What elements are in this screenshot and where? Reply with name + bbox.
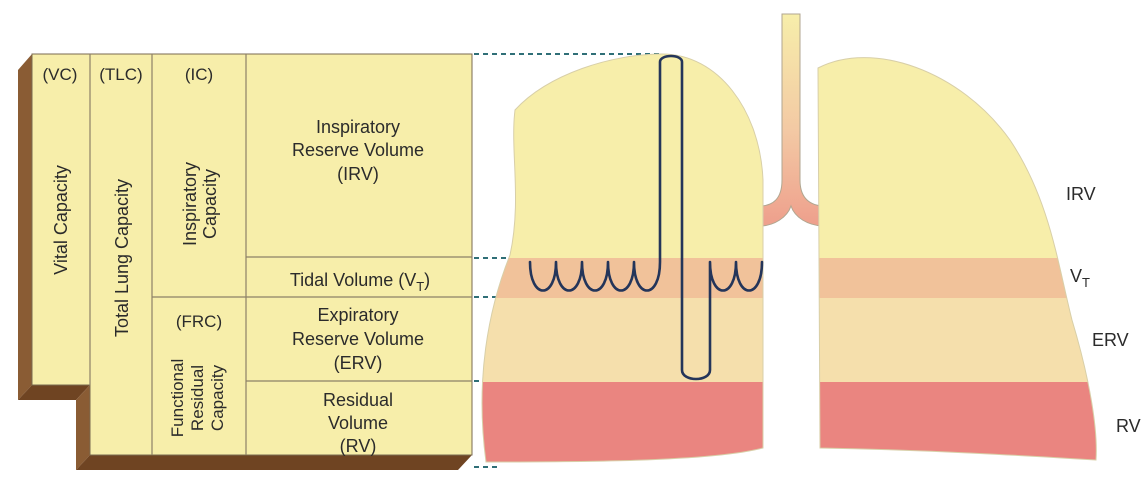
- vital-capacity-label: Vital Capacity: [51, 165, 71, 275]
- vc-abbr: (VC): [43, 65, 78, 84]
- table-face: [32, 54, 472, 455]
- irv-cell-line2: Reserve Volume: [292, 140, 424, 160]
- table-bottom: [76, 455, 472, 470]
- irv-cell-line1: Inspiratory: [316, 117, 400, 137]
- inspiratory-capacity-line1: Inspiratory: [180, 162, 200, 246]
- erv-cell-line2: Reserve Volume: [292, 329, 424, 349]
- lung-label-irv: IRV: [1066, 184, 1096, 204]
- left-lung: [470, 40, 770, 472]
- trachea: [762, 14, 822, 226]
- inspiratory-capacity-line2: Capacity: [200, 169, 220, 239]
- frc-line1: Functional: [168, 359, 187, 437]
- irv-cell-line3: (IRV): [337, 164, 379, 184]
- ic-abbr: (IC): [185, 65, 213, 84]
- erv-cell-line3: (ERV): [334, 353, 383, 373]
- tlc-abbr: (TLC): [99, 65, 142, 84]
- frc-line3: Capacity: [208, 364, 227, 431]
- lung-label-erv: ERV: [1092, 330, 1129, 350]
- frc-abbr: (FRC): [176, 312, 222, 331]
- right-lung: [810, 30, 1110, 472]
- lung-label-vt: VT: [1070, 266, 1090, 290]
- lung-label-rv: RV: [1116, 416, 1141, 436]
- rv-cell-line3: (RV): [340, 436, 377, 456]
- rv-cell-line1: Residual: [323, 390, 393, 410]
- capacity-table: (VC) (TLC) (IC) (FRC) Vital Capacity Tot…: [18, 54, 472, 470]
- table-side-left: [18, 54, 32, 400]
- rv-cell-line2: Volume: [328, 413, 388, 433]
- erv-cell-line1: Expiratory: [317, 305, 398, 325]
- frc-line2: Residual: [188, 365, 207, 431]
- total-lung-capacity-label: Total Lung Capacity: [112, 179, 132, 337]
